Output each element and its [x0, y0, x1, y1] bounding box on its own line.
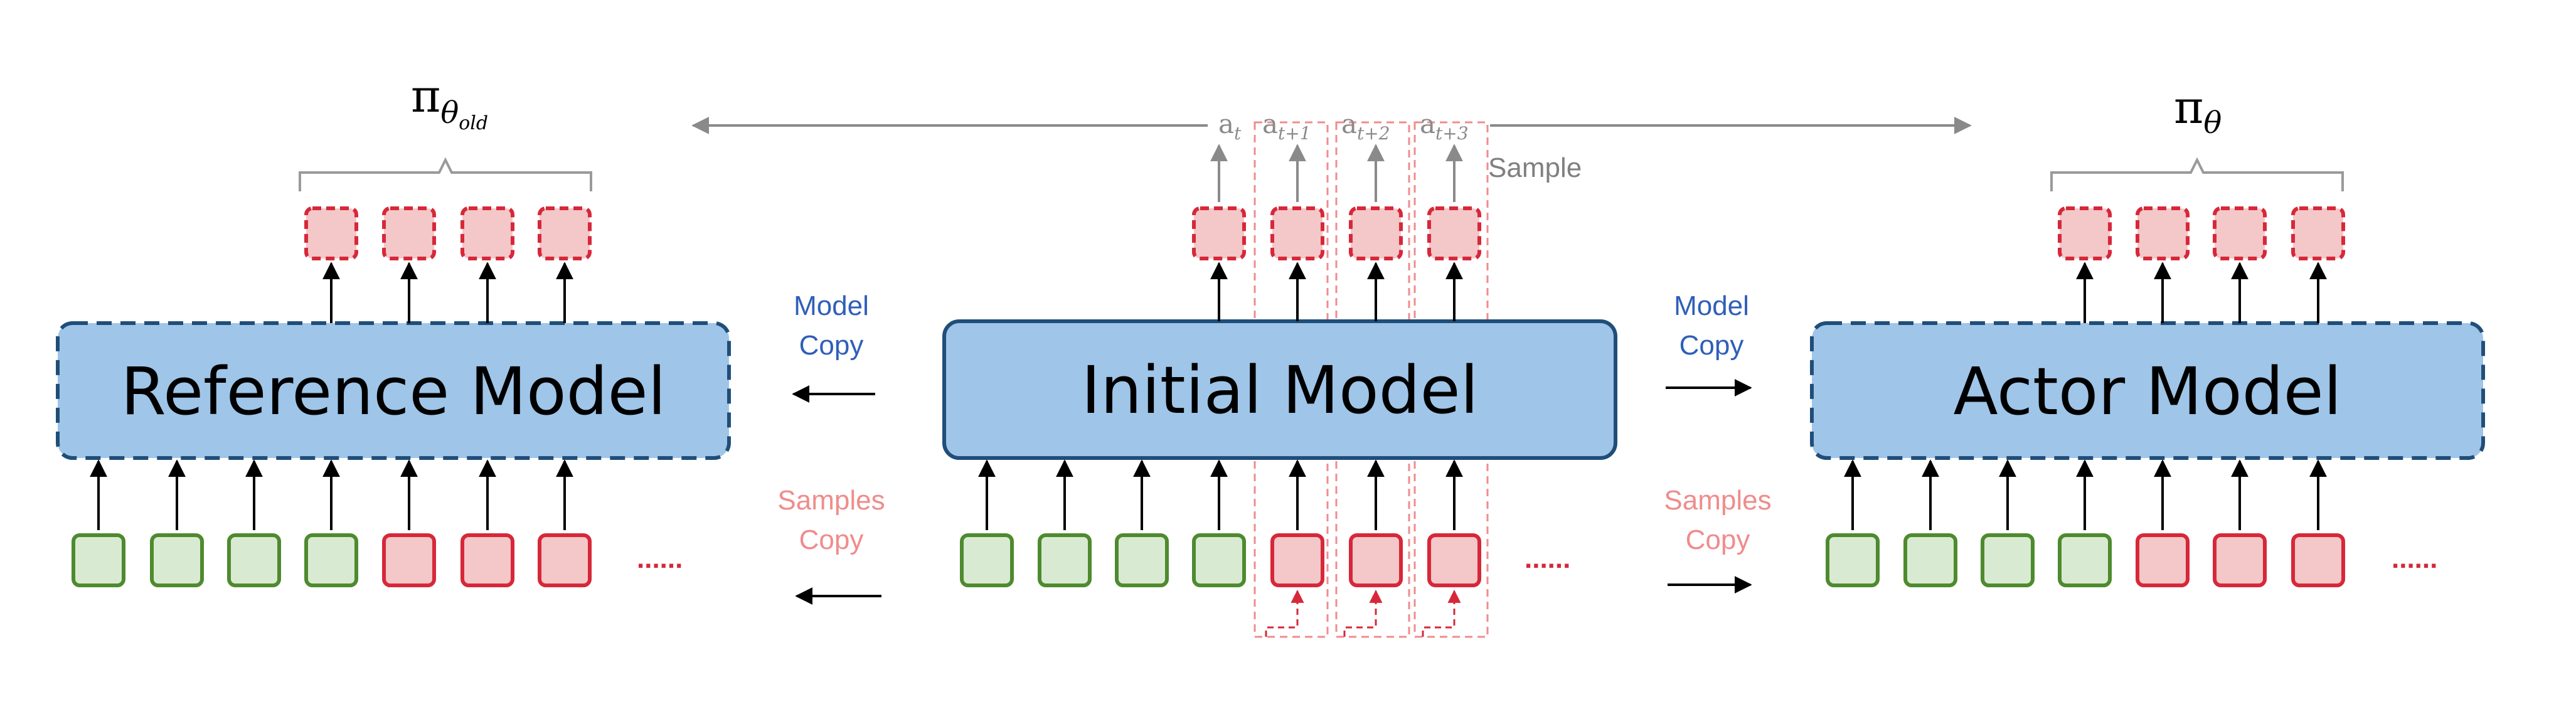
actor-input-token-2: [1903, 533, 1957, 587]
initial-input-token-3: [1115, 533, 1169, 587]
reference-model-label: Reference Model: [120, 353, 666, 430]
samples-copy-right-line1: Samples: [1664, 485, 1771, 516]
reference-output-token-1: [304, 206, 358, 260]
initial-output-token-2: [1270, 206, 1324, 260]
feedback-arrow-3: [1422, 589, 1461, 637]
reference-input-token-4: [304, 533, 358, 587]
initial-input-token-1: [960, 533, 1014, 587]
action-labels: at at+1 at+2 at+3: [1218, 109, 1469, 144]
model-copy-left-line1: Model: [794, 290, 869, 321]
reference-policy-old: old: [459, 112, 488, 134]
actor-model-box: [1810, 321, 2485, 460]
initial-output-token-1: [1192, 206, 1246, 260]
reference-policy-symbol: π: [411, 70, 440, 122]
sample-label: Sample: [1488, 152, 1582, 183]
reference-input-token-6: [460, 533, 514, 587]
initial-input-token-5: [1270, 533, 1324, 587]
reference-policy-theta: θ: [440, 95, 459, 131]
actor-output-token-3: [2213, 206, 2267, 260]
actor-output-token-2: [2136, 206, 2190, 260]
initial-model: Initial Model: [942, 319, 1617, 460]
actor-output-token-4: [2291, 206, 2345, 260]
reference-model-box: [56, 321, 731, 460]
ellipsis-actor: ......: [2392, 543, 2437, 574]
actor-policy-symbol: π: [2174, 81, 2203, 134]
model-copy-right-line1: Model: [1674, 290, 1749, 321]
initial-input-token-2: [1038, 533, 1092, 587]
actor-output-token-1: [2058, 206, 2112, 260]
actor-input-token-4: [2058, 533, 2112, 587]
initial-output-token-4: [1427, 206, 1481, 260]
reference-input-token-1: [72, 533, 125, 587]
token-grid: [72, 206, 2345, 587]
feedback-arrow-1: [1265, 589, 1304, 637]
ellipsis-reference: ......: [637, 543, 683, 574]
actor-input-token-6: [2213, 533, 2267, 587]
samples-copy-left: Samples Copy: [777, 485, 885, 555]
reference-policy-label: πθold: [411, 70, 488, 134]
samples-copy-left-line1: Samples: [777, 485, 885, 516]
samples-copy-right-line2: Copy: [1686, 525, 1750, 555]
initial-input-token-7: [1427, 533, 1481, 587]
model-copy-left: Model Copy: [794, 290, 869, 361]
reference-policy-brace: [299, 157, 592, 191]
feedback-arrow-2: [1343, 589, 1383, 637]
initial-output-token-3: [1349, 206, 1403, 260]
reference-input-token-2: [150, 533, 204, 587]
ellipsis-initial: ......: [1525, 543, 1570, 574]
actor-policy-brace: [2050, 157, 2344, 191]
actor-input-token-3: [1981, 533, 2035, 587]
reference-input-token-7: [538, 533, 592, 587]
initial-model-label: Initial Model: [1081, 352, 1478, 429]
reference-output-token-3: [460, 206, 514, 260]
model-copy-right: Model Copy: [1674, 290, 1749, 361]
initial-input-token-4: [1192, 533, 1246, 587]
action-label-t: at: [1218, 109, 1242, 144]
actor-policy-label: πθ: [2174, 81, 2222, 141]
actor-model: Actor Model: [1810, 321, 2485, 460]
action-label-t3: at+3: [1420, 109, 1469, 144]
samples-copy-left-line2: Copy: [799, 525, 864, 555]
reference-model: Reference Model: [56, 321, 731, 460]
actor-policy-theta: θ: [2203, 105, 2222, 141]
samples-copy-right: Samples Copy: [1664, 485, 1771, 555]
reference-input-token-5: [382, 533, 436, 587]
actor-input-token-7: [2291, 533, 2345, 587]
arrow-layer: [90, 144, 2327, 637]
reference-output-token-4: [538, 206, 592, 260]
model-copy-left-line2: Copy: [799, 330, 864, 361]
reference-input-token-3: [227, 533, 281, 587]
initial-model-box: [942, 319, 1617, 460]
actor-model-label: Actor Model: [1954, 353, 2342, 430]
actor-input-token-5: [2136, 533, 2190, 587]
reference-output-token-2: [382, 206, 436, 260]
initial-input-token-6: [1349, 533, 1403, 587]
action-label-t1: at+1: [1262, 109, 1311, 144]
model-copy-right-line2: Copy: [1679, 330, 1744, 361]
actor-input-token-1: [1826, 533, 1880, 587]
action-label-t2: at+2: [1341, 109, 1390, 144]
